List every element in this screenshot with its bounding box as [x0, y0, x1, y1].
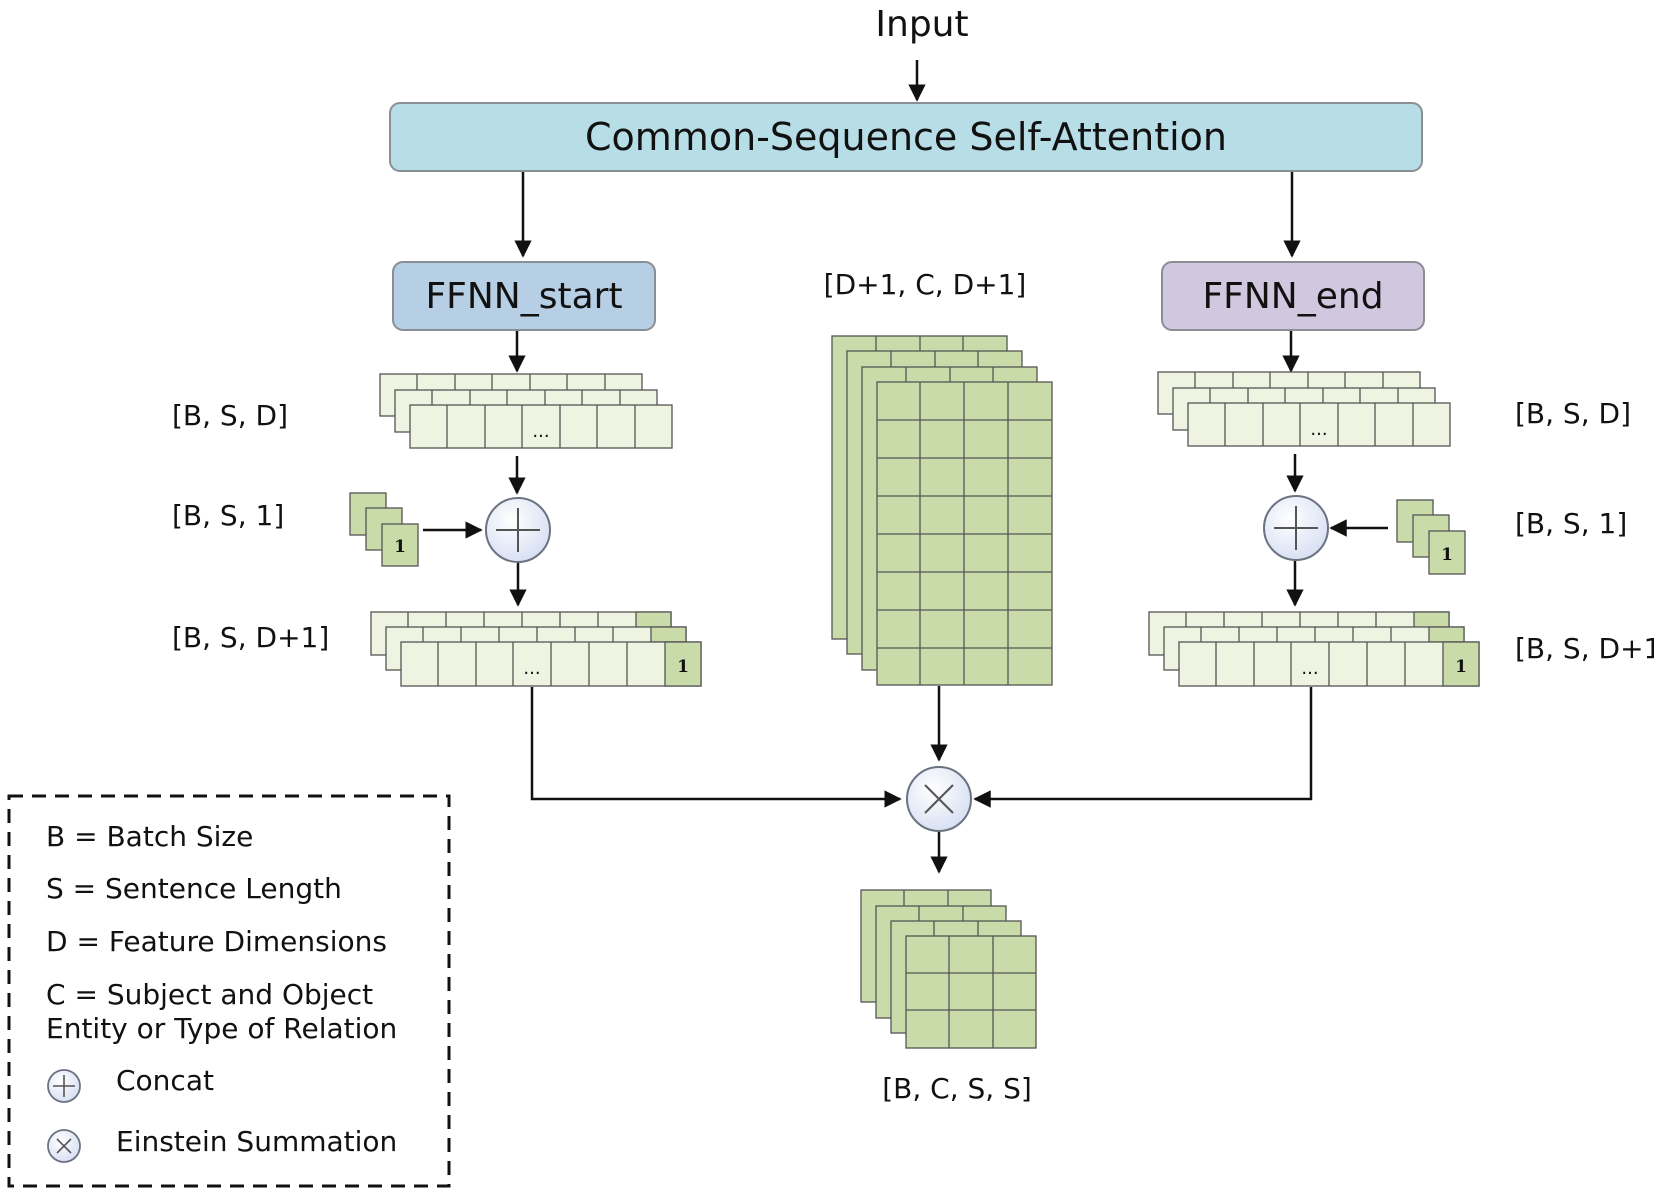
label-right-bsd: [B, S, D] — [1515, 397, 1631, 430]
einsum-icon — [47, 1129, 81, 1163]
label-left-bsd: [B, S, D] — [172, 399, 288, 432]
right-bsd1-ellipsis: ... — [1301, 658, 1318, 679]
legend-item-relation: Entity or Type of Relation — [46, 1012, 397, 1045]
attention-block: Common-Sequence Self-Attention — [389, 102, 1423, 172]
left-concat-op — [485, 497, 551, 563]
right-bs1-one: 1 — [1441, 545, 1453, 565]
left-bsd-tensor — [379, 373, 673, 449]
arrow-right-to-einsum — [973, 687, 1313, 808]
ffnn-end-block: FFNN_end — [1161, 261, 1425, 331]
ffnn-start-label: FFNN_start — [425, 276, 622, 317]
legend-item-feature: D = Feature Dimensions — [46, 925, 387, 958]
right-bsd-ellipsis: ... — [1310, 419, 1327, 440]
ffnn-start-block: FFNN_start — [392, 261, 656, 331]
input-label: Input — [875, 4, 968, 45]
output-tensor — [860, 889, 1037, 1049]
left-bsd1-ellipsis: ... — [523, 658, 540, 679]
legend-item-subject: C = Subject and Object — [46, 978, 373, 1011]
legend-einsum-label: Einstein Summation — [116, 1125, 397, 1158]
einsum-op — [906, 766, 972, 832]
label-right-bs1: [B, S, 1] — [1515, 507, 1627, 540]
left-bsd-ellipsis: ... — [532, 421, 549, 442]
legend-concat-label: Concat — [116, 1064, 214, 1097]
right-bsd-tensor — [1157, 371, 1451, 447]
ffnn-end-label: FFNN_end — [1202, 276, 1383, 317]
concat-icon — [47, 1069, 81, 1103]
center-weight-tensor — [831, 335, 1053, 686]
left-bs1-one: 1 — [394, 537, 406, 557]
left-bs1-stack — [349, 492, 419, 567]
left-bsd1-one: 1 — [677, 657, 689, 677]
label-center-weight: [D+1, C, D+1] — [824, 268, 1027, 301]
label-right-bsd1: [B, S, D+1] — [1515, 632, 1654, 665]
arrow-left-to-einsum — [530, 687, 902, 808]
legend-item-sentence: S = Sentence Length — [46, 872, 342, 905]
label-left-bs1: [B, S, 1] — [172, 499, 284, 532]
legend-item-batch: B = Batch Size — [46, 820, 253, 853]
label-output: [B, C, S, S] — [882, 1072, 1032, 1105]
left-bsd1-tensor — [370, 611, 702, 687]
right-bs1-stack — [1396, 499, 1466, 575]
label-left-bsd1: [B, S, D+1] — [172, 621, 329, 654]
attention-label: Common-Sequence Self-Attention — [585, 115, 1227, 159]
right-bsd1-tensor — [1148, 611, 1480, 687]
legend: B = Batch Size S = Sentence Length D = F… — [7, 794, 451, 1188]
right-bsd1-one: 1 — [1455, 657, 1467, 677]
right-concat-op — [1263, 495, 1329, 561]
